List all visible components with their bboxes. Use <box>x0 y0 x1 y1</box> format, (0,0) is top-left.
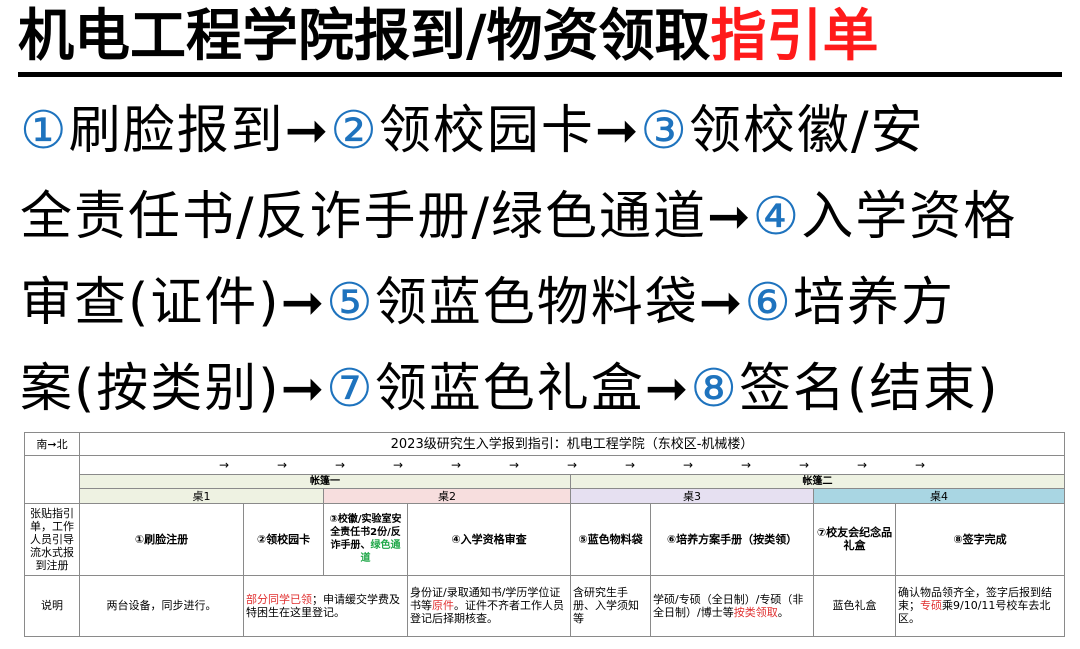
direction-cell: 南➞北 <box>24 431 80 457</box>
item-1: ①刷脸注册 <box>79 503 244 576</box>
table-header-row: 南➞北 2023级研究生入学报到指引：机电工程学院（东校区-机械楼） <box>24 431 1066 457</box>
flow-arrow: → <box>740 457 752 472</box>
page-title: 机电工程学院报到/物资领取指引单 <box>18 4 1062 70</box>
step-line-2: 全责任书/反诈手册/绿色通道➞④入学资格 <box>20 174 1070 260</box>
item-6: ⑥培养方案手册（按类领） <box>650 503 814 576</box>
step-text-6a: 培养方 <box>792 273 955 333</box>
step-line-4: 案(按类别)➞⑦领蓝色礼盒➞⑧签名(结束) <box>20 346 1070 432</box>
note-2-red: 部分同学已领 <box>246 592 312 606</box>
flow-arrow: → <box>566 457 578 472</box>
desk-row: 桌1 桌2 桌3 桌4 <box>25 488 1066 505</box>
step-text-2: 领校园卡➞ <box>378 101 641 161</box>
flow-arrow: → <box>276 457 288 472</box>
step-text-5: 领蓝色物料袋➞ <box>374 273 745 333</box>
step-number-3: ③ <box>640 101 690 161</box>
item-7: ⑦校友会纪念品礼盒 <box>813 503 896 576</box>
desk-4: 桌4 <box>812 488 1066 505</box>
note-2-text: ；申请缓交学费及特困生在这里登记。 <box>246 592 400 619</box>
step-line-1: ①刷脸报到➞②领校园卡➞③领校徽/安 <box>20 88 1070 174</box>
flow-arrow: → <box>392 457 404 472</box>
flow-arrow: → <box>798 457 810 472</box>
note-2: 部分同学已领；申请缓交学费及特困生在这里登记。 <box>243 574 408 638</box>
step-number-5: ⑤ <box>326 273 375 333</box>
desk-2: 桌2 <box>323 488 571 505</box>
note-3-text-b: 。证件不齐者工作人员登记后择期核查。 <box>410 599 564 626</box>
side-label-spacer <box>24 455 80 505</box>
step-text-3b: 全责任书/反诈手册/绿色通道➞ <box>20 187 753 247</box>
flow-arrow: → <box>508 457 520 472</box>
step-number-2: ② <box>330 101 379 161</box>
flow-arrow: → <box>334 457 346 472</box>
step-number-6: ⑥ <box>744 273 793 333</box>
flow-arrow: → <box>914 457 926 472</box>
step-text-8: 签名(结束) <box>738 359 1000 419</box>
arrow-row: → → → → → → → → → → → → → <box>24 455 1066 505</box>
step-number-4: ④ <box>752 187 802 247</box>
step-text-1: 刷脸报到➞ <box>68 101 331 161</box>
table-title: 2023级研究生入学报到指引：机电工程学院（东校区-机械楼） <box>78 431 1066 457</box>
item-3: ③校徽/实验室安全责任书2份/反诈手册、绿色通道 <box>323 503 408 576</box>
side-label: 张贴指引单，工作人员引导流水式报到注册 <box>24 503 80 576</box>
note-7-text-b: 乘9/10/11号校车去北区。 <box>898 599 1051 626</box>
step-number-8: ⑧ <box>690 359 739 419</box>
item-4: ④入学资格审查 <box>407 503 571 576</box>
step-text-4a: 入学资格 <box>801 187 1018 247</box>
flow-arrow: → <box>450 457 462 472</box>
note-3: 身份证/录取通知书/学历学位证书等原件。证件不齐者工作人员登记后择期核查。 <box>407 574 571 638</box>
note-6: 蓝色礼盒 <box>813 574 896 638</box>
item-8: ⑧签字完成 <box>894 503 1066 576</box>
step-text-3a: 领校徽/安 <box>689 101 925 161</box>
tent-2: 帐篷二 <box>569 474 1066 490</box>
item-row: 张贴指引单，工作人员引导流水式报到注册 ①刷脸注册 ②领校园卡 ③校徽/实验室安… <box>24 503 1066 576</box>
title-highlight: 指引单 <box>710 4 879 69</box>
flow-arrow: → <box>856 457 868 472</box>
note-row: 说明 两台设备，同步进行。 部分同学已领；申请缓交学费及特困生在这里登记。 身份… <box>24 574 1066 638</box>
note-7-red: 专硕 <box>920 599 942 613</box>
note-3-text-a: 身份证/录取通知书/学历学位证书等 <box>410 586 561 613</box>
step-instructions: ①刷脸报到➞②领校园卡➞③领校徽/安 全责任书/反诈手册/绿色通道➞④入学资格 … <box>20 88 1070 428</box>
note-7: 确认物品领齐全，签字后报到结束；专硕乘9/10/11号校车去北区。 <box>894 574 1066 638</box>
flow-arrows: → → → → → → → → → → → → → <box>78 455 1066 476</box>
step-text-6b: 案(按类别)➞ <box>20 359 327 419</box>
step-line-3: 审查(证件)➞⑤领蓝色物料袋➞⑥培养方 <box>20 260 1070 346</box>
item-5: ⑤蓝色物料袋 <box>570 503 651 576</box>
note-7-text-a: 确认物品领齐全，签字后报到结束； <box>898 586 1052 613</box>
step-text-7: 领蓝色礼盒➞ <box>374 359 691 419</box>
title-main: 机电工程学院报到/物资领取 <box>18 4 711 69</box>
note-5-red: 按类领取 <box>733 605 778 619</box>
note-1: 两台设备，同步进行。 <box>79 574 244 638</box>
flow-arrow: → <box>218 457 230 472</box>
desk-1: 桌1 <box>79 488 324 505</box>
item-2: ②领校园卡 <box>243 503 324 576</box>
item-3-text: ③校徽/实验室安全责任书2份/反诈手册、 <box>329 514 402 552</box>
registration-guide-table: 南➞北 2023级研究生入学报到指引：机电工程学院（东校区-机械楼） →→→→→… <box>24 431 1066 638</box>
desk-3: 桌3 <box>570 488 814 505</box>
step-number-7: ⑦ <box>326 359 375 419</box>
step-number-1: ① <box>20 101 69 161</box>
note-5-text-a: 学硕/专硕（全日制）/专硕（非全日制）/博士等 <box>653 592 804 619</box>
note-5: 学硕/专硕（全日制）/专硕（非全日制）/博士等按类领取。 <box>650 574 814 638</box>
title-underline <box>18 72 1062 77</box>
item-3-green: 绿色通道 <box>360 540 401 565</box>
flow-arrow: → <box>624 457 636 472</box>
tent-1: 帐篷一 <box>79 474 571 490</box>
note-3-red: 原件 <box>432 599 454 613</box>
note-label: 说明 <box>24 574 80 638</box>
step-text-4b: 审查(证件)➞ <box>20 273 327 333</box>
tent-row: 帐篷一 帐篷二 <box>25 474 1066 490</box>
flow-arrow: → <box>682 457 694 472</box>
note-5-text-b: 。 <box>777 605 789 619</box>
note-4: 含研究生手册、入学须知等 <box>570 574 651 638</box>
